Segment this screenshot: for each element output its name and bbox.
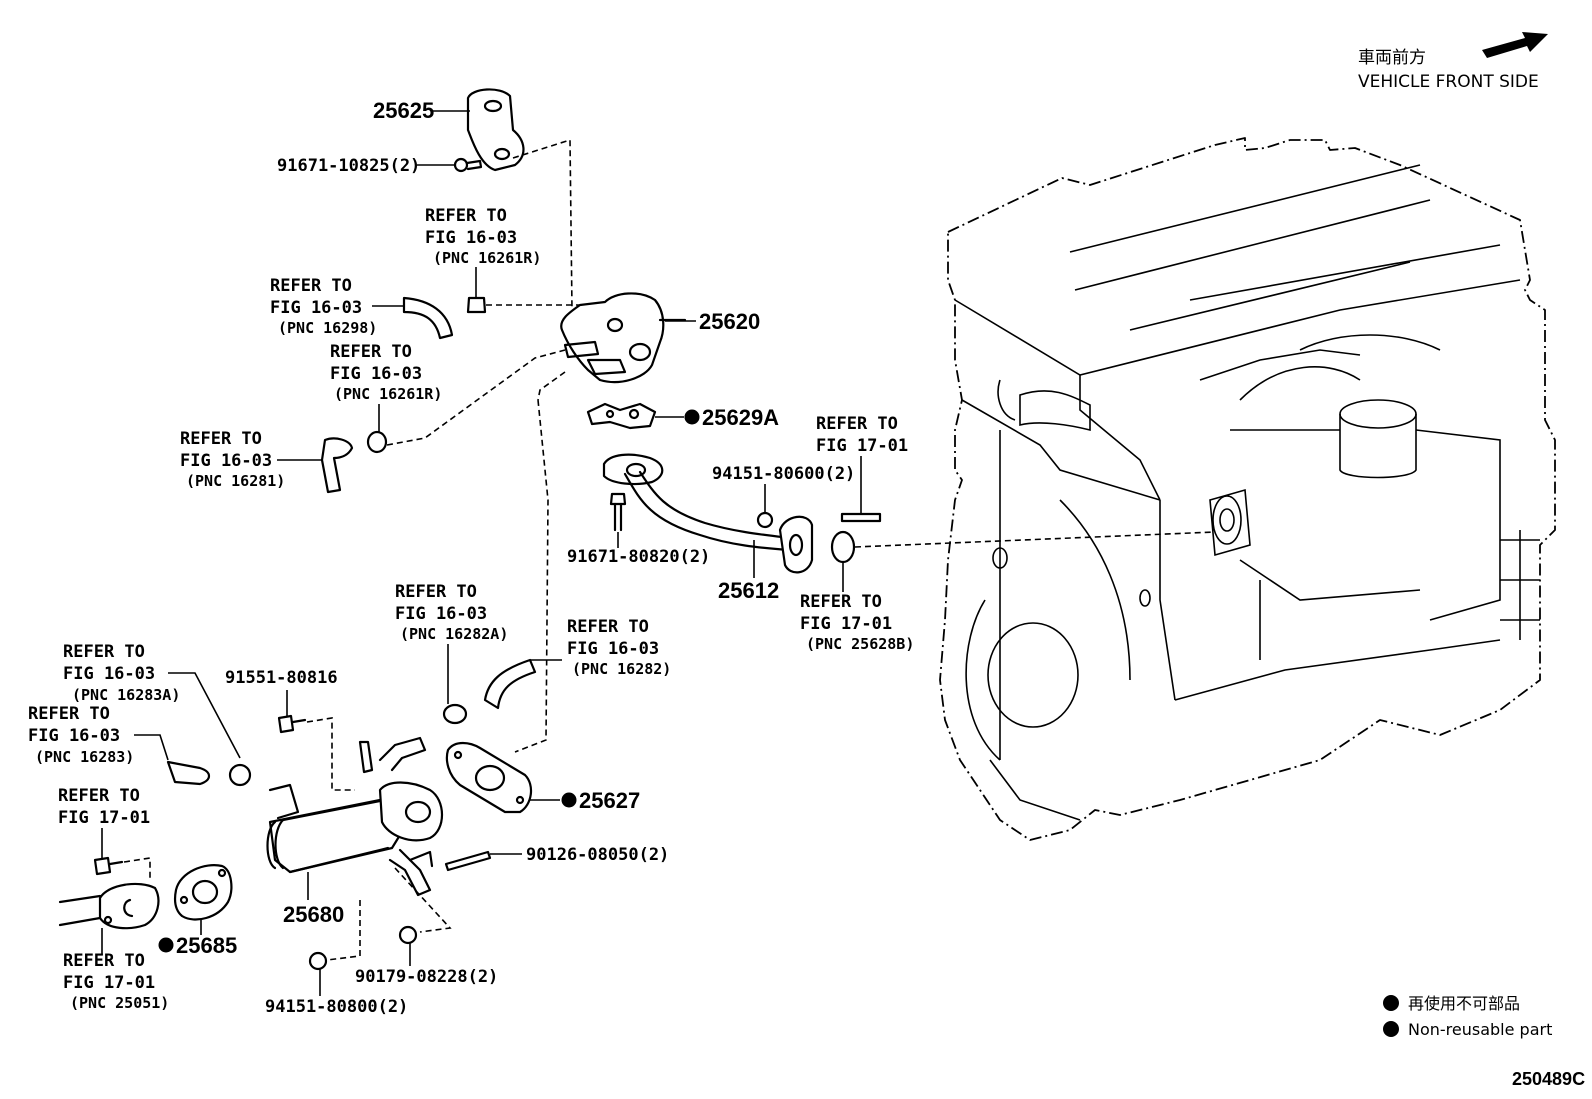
legend-label-en: Non-reusable part bbox=[1408, 1020, 1552, 1039]
ref-line1: REFER TO bbox=[425, 206, 507, 226]
ref-line2: FIG 16-03 bbox=[425, 228, 517, 248]
non-reusable-marker bbox=[561, 792, 577, 808]
ref-line1: REFER TO bbox=[270, 276, 352, 296]
ref-pnc: (PNC 16261R) bbox=[433, 249, 541, 267]
part-number-91551-80816: 91551-80816 bbox=[225, 668, 338, 688]
part-number-94151-80800: 94151-80800(2) bbox=[265, 997, 408, 1017]
ref-line1: REFER TO bbox=[567, 617, 649, 637]
part-number-90126-08050: 90126-08050(2) bbox=[526, 845, 669, 865]
bolt-91671-80820: 91671-80820(2) bbox=[567, 492, 710, 567]
ref-pnc: (PNC 16261R) bbox=[334, 385, 442, 403]
ref-line2: FIG 16-03 bbox=[330, 364, 422, 384]
figure-code: 250489C bbox=[1512, 1069, 1585, 1089]
reference-pnc-16261R-mid: REFER TO FIG 16-03 (PNC 16261R) bbox=[330, 342, 566, 454]
non-reusable-marker bbox=[158, 937, 174, 953]
part-number-90179-08228: 90179-08228(2) bbox=[355, 967, 498, 987]
ref-pnc: (PNC 16283A) bbox=[72, 686, 180, 704]
vehicle-front-indicator: 車両前方 VEHICLE FRONT SIDE bbox=[1358, 32, 1548, 92]
ref-line1: REFER TO bbox=[816, 414, 898, 434]
egr-pipe-25612: 25612 bbox=[602, 453, 814, 603]
direction-label-jp: 車両前方 bbox=[1358, 48, 1426, 68]
reference-pnc-16283A: REFER TO FIG 16-03 (PNC 16283A) bbox=[63, 642, 252, 787]
non-reusable-marker bbox=[1383, 1021, 1399, 1037]
gasket-25685: 25685 bbox=[158, 864, 237, 958]
part-number-25629A: 25629A bbox=[702, 405, 779, 430]
part-number-94151-80600: 94151-80600(2) bbox=[712, 464, 855, 484]
ref-line2: FIG 16-03 bbox=[63, 664, 155, 684]
reference-fig-17-01-stud: REFER TO FIG 17-01 bbox=[816, 414, 908, 523]
bolt-91551-80816: 91551-80816 bbox=[225, 668, 355, 791]
bracket-25625: 25625 bbox=[373, 88, 525, 172]
reference-pnc-16261R-top: REFER TO FIG 16-03 (PNC 16261R) bbox=[425, 206, 590, 314]
gasket-25629A: 25629A bbox=[586, 402, 779, 430]
ref-line1: REFER TO bbox=[63, 642, 145, 662]
part-number-25685: 25685 bbox=[176, 933, 237, 958]
ref-line2: FIG 16-03 bbox=[28, 726, 120, 746]
reference-pnc-16298: REFER TO FIG 16-03 (PNC 16298) bbox=[270, 276, 454, 340]
front-arrow-icon bbox=[1482, 32, 1548, 58]
egr-cooler-25680: 25680 bbox=[266, 736, 443, 927]
ref-line2: FIG 17-01 bbox=[63, 973, 155, 993]
part-number-25625: 25625 bbox=[373, 98, 434, 123]
ref-pnc: (PNC 16283) bbox=[35, 748, 134, 766]
engine-phantom bbox=[939, 137, 1556, 841]
legend-label-jp: 再使用不可部品 bbox=[1408, 994, 1520, 1013]
ref-line1: REFER TO bbox=[180, 429, 262, 449]
ref-line1: REFER TO bbox=[330, 342, 412, 362]
reference-pnc-25628B: REFER TO FIG 17-01 (PNC 25628B) bbox=[800, 530, 1216, 653]
reference-fig-17-01-bolt: REFER TO FIG 17-01 bbox=[58, 786, 151, 880]
reference-pnc-16283: REFER TO FIG 16-03 (PNC 16283) bbox=[28, 704, 211, 786]
part-number-25612: 25612 bbox=[718, 578, 779, 603]
ref-pnc: (PNC 16298) bbox=[278, 319, 377, 337]
legend: 再使用不可部品 Non-reusable part bbox=[1383, 994, 1552, 1039]
ref-line2: FIG 16-03 bbox=[270, 298, 362, 318]
ref-line1: REFER TO bbox=[63, 951, 145, 971]
reference-pnc-16282: REFER TO FIG 16-03 (PNC 16282) bbox=[483, 617, 671, 710]
ref-pnc: (PNC 16281) bbox=[186, 472, 285, 490]
ref-line2: FIG 17-01 bbox=[800, 614, 892, 634]
bolt-91671-10825: 91671-10825(2) bbox=[277, 156, 483, 176]
part-number-25620: 25620 bbox=[699, 309, 760, 334]
ref-pnc: (PNC 16282A) bbox=[400, 625, 508, 643]
ref-line1: REFER TO bbox=[58, 786, 140, 806]
direction-label-en: VEHICLE FRONT SIDE bbox=[1358, 72, 1539, 92]
non-reusable-marker bbox=[684, 409, 700, 425]
part-number-91671-10825: 91671-10825(2) bbox=[277, 156, 420, 176]
ref-line2: FIG 16-03 bbox=[395, 604, 487, 624]
nut-94151-80800: 94151-80800(2) bbox=[265, 900, 408, 1017]
stud-90126-08050: 90126-08050(2) bbox=[444, 845, 669, 872]
reference-pnc-16281: REFER TO FIG 16-03 (PNC 16281) bbox=[180, 429, 354, 494]
ref-line2: FIG 16-03 bbox=[567, 639, 659, 659]
gasket-25627: 25627 bbox=[445, 741, 640, 814]
non-reusable-marker bbox=[1383, 995, 1399, 1011]
reference-pnc-16282A: REFER TO FIG 16-03 (PNC 16282A) bbox=[395, 582, 508, 725]
part-number-25627: 25627 bbox=[579, 788, 640, 813]
egr-valve-25620: 25620 bbox=[560, 292, 760, 384]
ref-line1: REFER TO bbox=[800, 592, 882, 612]
ref-pnc: (PNC 16282) bbox=[572, 660, 671, 678]
ref-pnc: (PNC 25051) bbox=[70, 994, 169, 1012]
nut-90179-08228: 90179-08228(2) bbox=[355, 867, 498, 987]
reference-pnc-25051: REFER TO FIG 17-01 (PNC 25051) bbox=[58, 882, 169, 1012]
part-number-91671-80820: 91671-80820(2) bbox=[567, 547, 710, 567]
ref-line2: FIG 17-01 bbox=[816, 436, 908, 456]
nut-94151-80600: 94151-80600(2) bbox=[712, 464, 855, 529]
ref-line1: REFER TO bbox=[28, 704, 110, 724]
ref-line2: FIG 16-03 bbox=[180, 451, 272, 471]
ref-line2: FIG 17-01 bbox=[58, 808, 150, 828]
part-number-25680: 25680 bbox=[283, 902, 344, 927]
ref-pnc: (PNC 25628B) bbox=[806, 635, 914, 653]
ref-line1: REFER TO bbox=[395, 582, 477, 602]
